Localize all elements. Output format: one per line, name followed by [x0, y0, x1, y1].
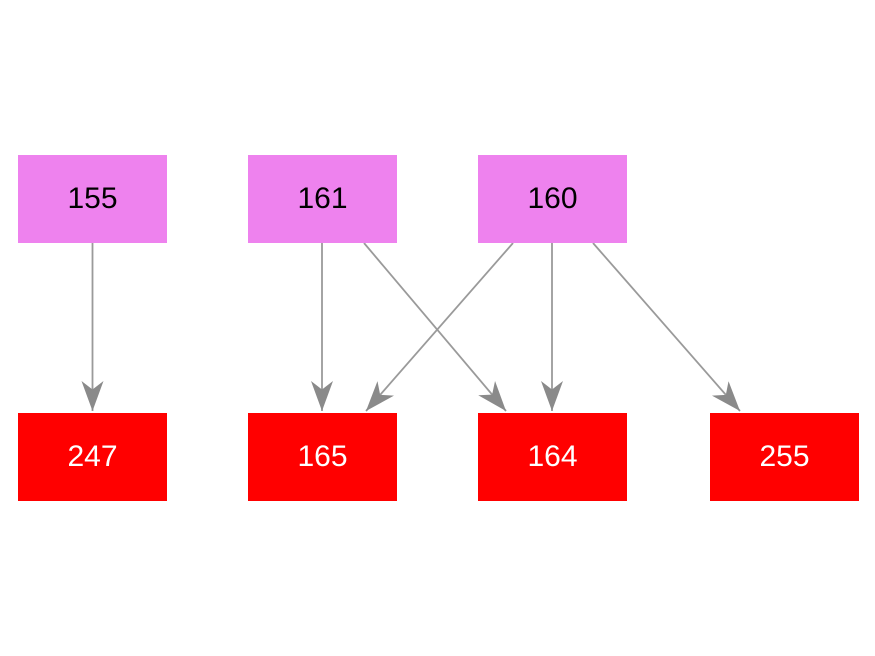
node-160: 160 — [478, 155, 627, 243]
node-155: 155 — [18, 155, 167, 243]
node-label: 165 — [297, 440, 348, 473]
node-label: 161 — [297, 182, 348, 215]
node-label: 164 — [527, 440, 578, 473]
node-label: 160 — [527, 182, 578, 215]
node-161: 161 — [248, 155, 397, 243]
node-247: 247 — [18, 413, 167, 501]
node-165: 165 — [248, 413, 397, 501]
node-label: 255 — [759, 440, 810, 473]
node-label: 247 — [67, 440, 118, 473]
node-255: 255 — [710, 413, 859, 501]
node-label: 155 — [67, 182, 118, 215]
node-164: 164 — [478, 413, 627, 501]
